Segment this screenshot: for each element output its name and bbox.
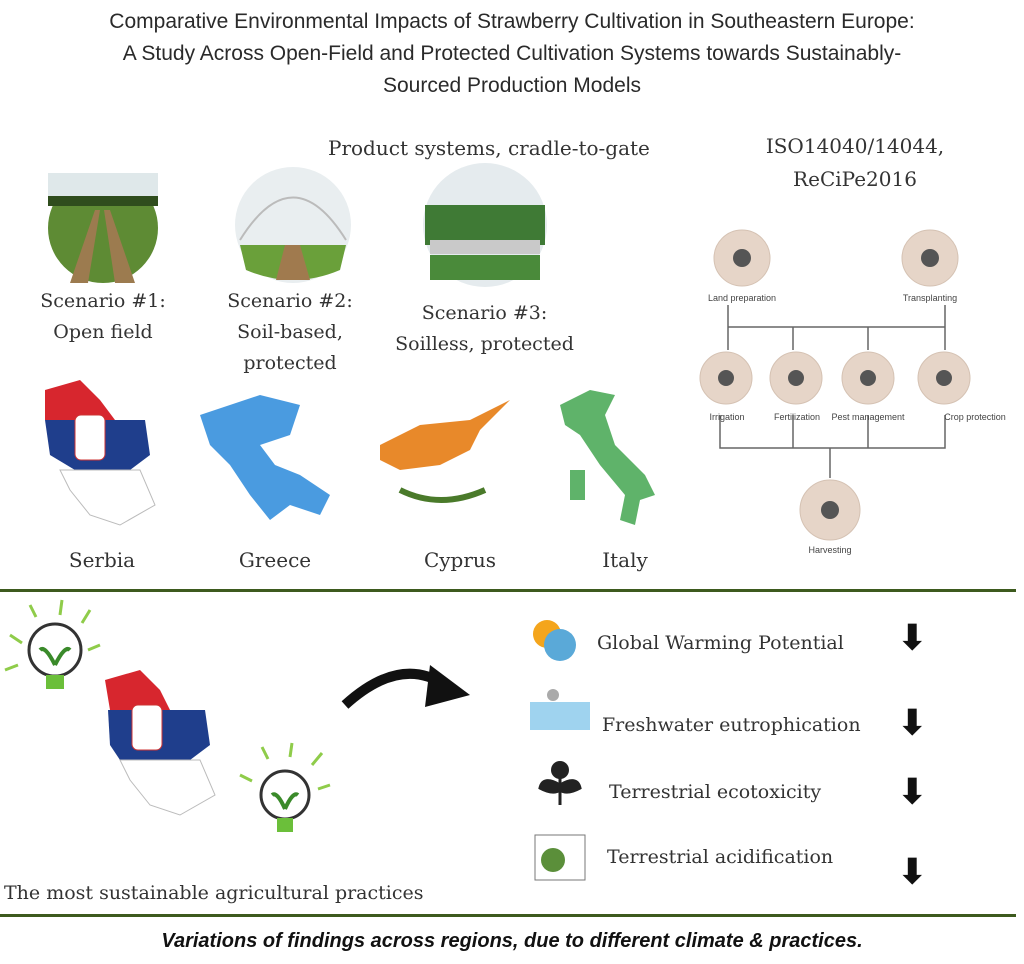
scenario-2-label: Scenario #2: Soil-based, protected bbox=[227, 290, 353, 374]
freshwater-icon bbox=[530, 689, 590, 730]
impact-terrestrial-acidification: Terrestrial acidification bbox=[607, 846, 834, 868]
flow-crop-protection: Crop protection bbox=[944, 412, 1006, 422]
standards-label: ISO14040/14044, ReCiPe2016 bbox=[765, 134, 945, 191]
greece-map bbox=[200, 395, 330, 520]
flow-irrigation: Irrigation bbox=[709, 412, 745, 422]
open-field-photo bbox=[48, 173, 158, 283]
lightbulb-icon bbox=[259, 769, 311, 832]
decrease-arrow-icon: ⬇ bbox=[898, 853, 927, 891]
scenario-1-label: Scenario #1: Open field bbox=[40, 290, 166, 343]
flow-pest-management: Pest management bbox=[831, 412, 905, 422]
cultivation-flow-diagram bbox=[699, 229, 971, 541]
acidification-icon bbox=[534, 834, 586, 881]
soil-based-greenhouse-photo bbox=[235, 167, 351, 283]
flow-land-preparation: Land preparation bbox=[707, 293, 777, 303]
page-title: Comparative Environmental Impacts of Str… bbox=[109, 10, 915, 97]
scenario-3-label: Scenario #3: Soilless, protected bbox=[395, 302, 574, 355]
decrease-arrow-icon: ⬇ bbox=[898, 619, 927, 657]
lightbulb-icon bbox=[239, 742, 331, 791]
serbia-map bbox=[105, 670, 216, 816]
product-systems-label: Product systems, cradle-to-gate bbox=[328, 136, 650, 160]
impact-global-warming: Global Warming Potential bbox=[597, 632, 844, 654]
decrease-arrow-icon: ⬇ bbox=[898, 773, 927, 811]
scenario-photos bbox=[48, 163, 547, 287]
divider-bottom bbox=[0, 914, 1016, 917]
country-serbia: Serbia bbox=[68, 548, 136, 572]
country-greece: Greece bbox=[238, 548, 312, 572]
soilless-greenhouse-photo bbox=[423, 163, 547, 287]
curved-arrow-icon bbox=[341, 665, 470, 709]
decrease-arrow-icon: ⬇ bbox=[898, 704, 927, 742]
global-warming-icon bbox=[533, 620, 576, 661]
country-italy: Italy bbox=[602, 548, 648, 572]
italy-map bbox=[560, 390, 655, 525]
country-cyprus: Cyprus bbox=[423, 548, 497, 572]
serbia-map bbox=[45, 380, 156, 526]
flow-fertilization: Fertilization bbox=[773, 412, 820, 422]
flow-harvesting: Harvesting bbox=[808, 545, 852, 555]
divider-top bbox=[0, 589, 1016, 592]
footer-conclusion: Variations of findings across regions, d… bbox=[161, 930, 863, 952]
cyprus-map bbox=[380, 400, 510, 503]
impact-terrestrial-ecotoxicity: Terrestrial ecotoxicity bbox=[609, 781, 822, 803]
lightbulb-icon bbox=[4, 599, 101, 672]
country-maps bbox=[45, 380, 655, 526]
flow-transplanting: Transplanting bbox=[902, 293, 958, 303]
impact-icons bbox=[530, 620, 590, 881]
sustainable-practices-label: The most sustainable agricultural practi… bbox=[4, 882, 424, 904]
sustainability-graphics bbox=[4, 599, 470, 832]
lightbulb-icon bbox=[27, 622, 83, 689]
impact-freshwater-eutrophication: Freshwater eutrophication bbox=[602, 714, 861, 736]
ecotoxicity-icon bbox=[538, 761, 582, 805]
